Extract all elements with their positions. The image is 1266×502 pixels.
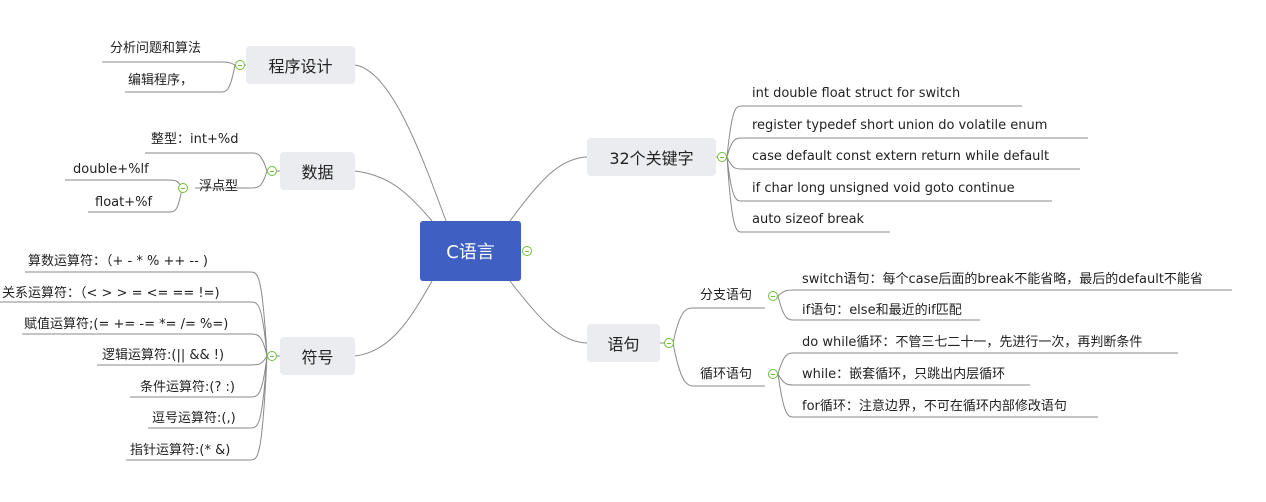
- leaf-logical-op[interactable]: 逻辑运算符:(|| && !): [102, 348, 225, 363]
- sub-branch-statements[interactable]: 分支语句: [700, 288, 753, 303]
- link-root-keywords: [509, 156, 588, 222]
- leaf-switch-statement[interactable]: switch语句：每个case后面的break不能省略，最后的default不能…: [802, 272, 1203, 287]
- sub-loop-statements[interactable]: 循环语句: [700, 367, 753, 382]
- collapse-branch-icon[interactable]: [768, 291, 778, 301]
- topic-keywords[interactable]: 32个关键字: [587, 138, 716, 176]
- leaf-edit-program[interactable]: 编辑程序，: [128, 73, 194, 88]
- collapse-keywords-icon[interactable]: [717, 152, 727, 162]
- leaf-keywords-row-2[interactable]: register typedef short union do volatile…: [752, 118, 1048, 133]
- topic-program-design[interactable]: 程序设计: [246, 46, 355, 84]
- leaf-keywords-row-1[interactable]: int double float struct for switch: [752, 86, 961, 101]
- link-branch-children: [777, 289, 1232, 321]
- leaf-keywords-row-5[interactable]: auto sizeof break: [752, 212, 865, 227]
- leaf-while-loop[interactable]: while：嵌套循环，只跳出内层循环: [802, 367, 1006, 382]
- leaf-comma-op[interactable]: 逗号运算符:(,): [152, 411, 236, 426]
- collapse-root-icon[interactable]: [522, 246, 532, 256]
- leaf-double[interactable]: double+%lf: [73, 162, 149, 177]
- link-loop-children: [777, 352, 1178, 418]
- link-data-float: [195, 170, 268, 189]
- leaf-for-loop[interactable]: for循环：注意边界，不可在循环内部修改语句: [802, 399, 1067, 414]
- leaf-relational-op[interactable]: 关系运算符：（< > > = <= == !=): [2, 286, 220, 301]
- link-statements-branch: [660, 307, 765, 344]
- collapse-symbols-icon[interactable]: [267, 351, 277, 361]
- collapse-statements-icon[interactable]: [664, 338, 674, 348]
- leaf-arithmetic-op[interactable]: 算数运算符：（+ - * % ++ -- ): [28, 254, 208, 269]
- leaf-float[interactable]: float+%f: [95, 195, 153, 210]
- leaf-keywords-row-3[interactable]: case default const extern return while d…: [752, 149, 1050, 164]
- link-root-statements: [509, 280, 588, 344]
- leaf-int-type[interactable]: 整型：int+%d: [151, 132, 239, 147]
- leaf-do-while-loop[interactable]: do while循环：不管三七二十一，先进行一次，再判断条件: [802, 335, 1143, 350]
- link-root-symbols: [354, 280, 433, 357]
- leaf-assignment-op[interactable]: 赋值运算符;(= += -= *= /= %=): [24, 317, 229, 332]
- link-data-int: [145, 152, 280, 172]
- sub-float-type[interactable]: 浮点型: [199, 179, 239, 194]
- leaf-pointer-op[interactable]: 指针运算符:(* &): [130, 443, 231, 458]
- root-topic-c-language[interactable]: C语言: [420, 221, 521, 281]
- leaf-if-statement[interactable]: if语句：else和最近的if匹配: [802, 303, 962, 318]
- leaf-keywords-row-4[interactable]: if char long unsigned void goto continue: [752, 181, 1015, 196]
- collapse-float-icon[interactable]: [178, 183, 188, 193]
- topic-symbols[interactable]: 符号: [280, 337, 355, 375]
- link-root-data: [354, 170, 433, 222]
- link-statements-loop: [672, 342, 765, 387]
- link-root-design: [354, 64, 447, 222]
- collapse-loop-icon[interactable]: [768, 369, 778, 379]
- leaf-conditional-op[interactable]: 条件运算符:(? :): [140, 380, 235, 395]
- leaf-analyze-problem[interactable]: 分析问题和算法: [110, 41, 202, 56]
- topic-data[interactable]: 数据: [280, 152, 355, 190]
- topic-statements[interactable]: 语句: [587, 324, 660, 362]
- collapse-data-icon[interactable]: [267, 166, 277, 176]
- collapse-design-icon[interactable]: [235, 60, 245, 70]
